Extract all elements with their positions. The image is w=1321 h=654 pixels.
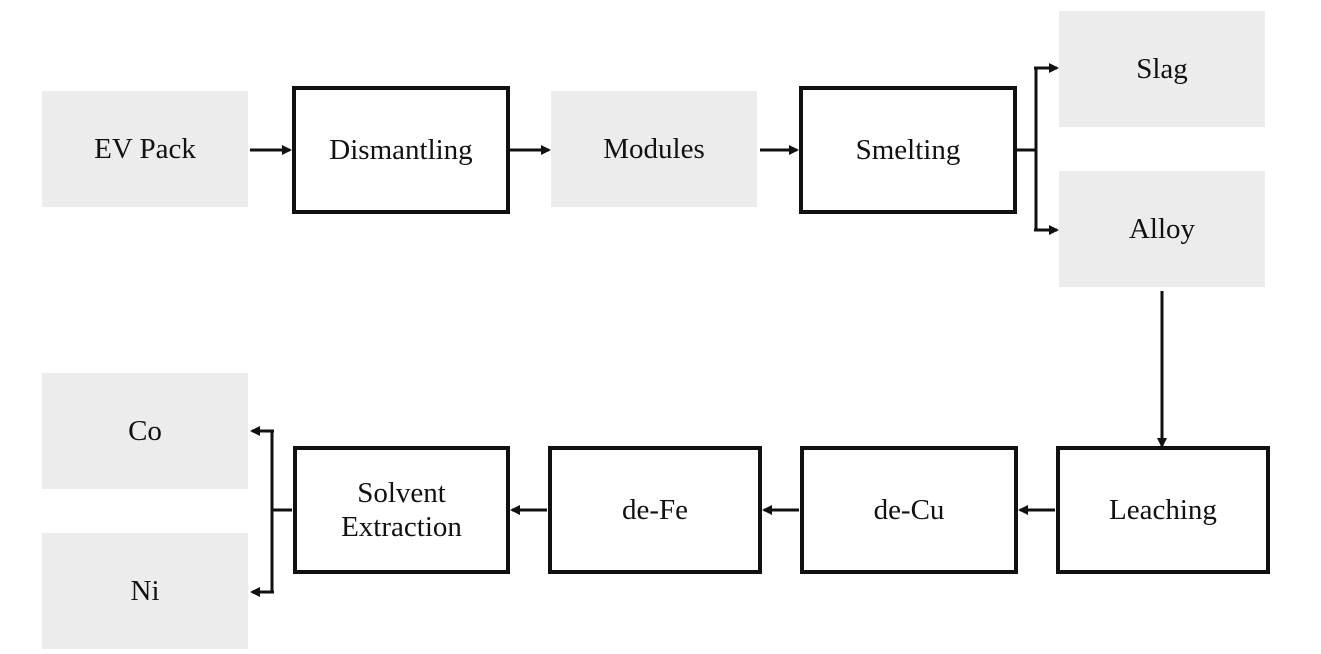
node-de-cu: de-Cu xyxy=(800,446,1018,574)
node-slag: Slag xyxy=(1059,11,1265,127)
node-solvent-extraction: Solvent Extraction xyxy=(293,446,510,574)
node-modules-label: Modules xyxy=(603,132,705,165)
node-co: Co xyxy=(42,373,248,489)
node-alloy-label: Alloy xyxy=(1128,212,1196,245)
node-solvent-extraction-label-line2: Extraction xyxy=(341,511,462,543)
node-slag-label: Slag xyxy=(1136,52,1188,85)
node-dismantling: Dismantling xyxy=(292,86,510,214)
node-leaching: Leaching xyxy=(1056,446,1270,574)
node-de-fe: de-Fe xyxy=(548,446,762,574)
node-ni-label: Ni xyxy=(130,574,160,607)
node-de-fe-label: de-Fe xyxy=(621,493,689,526)
node-smelting: Smelting xyxy=(799,86,1017,214)
node-leaching-label: Leaching xyxy=(1109,493,1217,526)
split-smelting-to-slag-alloy xyxy=(1016,63,1059,235)
node-ni: Ni xyxy=(42,533,248,649)
node-ev-pack: EV Pack xyxy=(42,91,248,207)
node-co-label: Co xyxy=(128,414,162,447)
node-solvent-extraction-label-line1: Solvent xyxy=(357,476,446,509)
node-ev-pack-label: EV Pack xyxy=(94,132,196,165)
split-solvent-to-co-ni xyxy=(250,426,292,597)
node-smelting-label: Smelting xyxy=(855,133,961,166)
node-alloy: Alloy xyxy=(1059,171,1265,287)
node-modules: Modules xyxy=(551,91,757,207)
node-de-cu-label: de-Cu xyxy=(873,493,945,526)
node-dismantling-label: Dismantling xyxy=(329,133,473,166)
